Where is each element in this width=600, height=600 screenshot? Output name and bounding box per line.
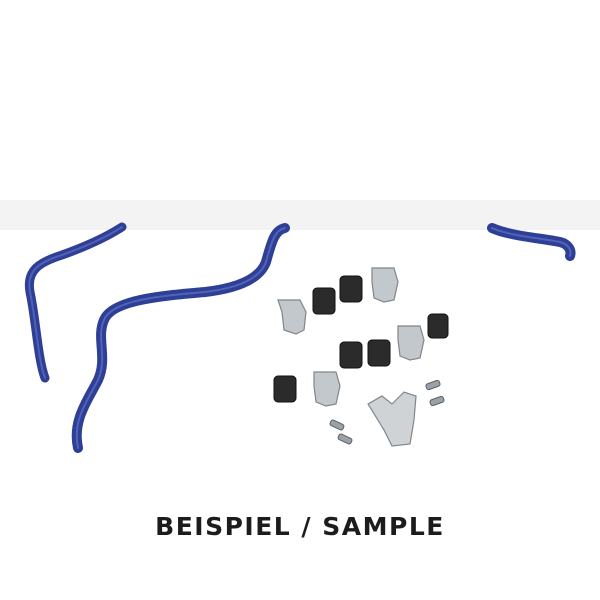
sample-caption: BEISPIEL / SAMPLE [155, 512, 445, 541]
bushing [312, 287, 336, 315]
background-haze [0, 200, 600, 230]
bushing [339, 275, 363, 303]
bolts [329, 379, 445, 445]
bushings [273, 275, 449, 403]
bushing [367, 339, 391, 367]
brackets [277, 267, 425, 447]
mounting-plate [367, 391, 417, 447]
bracket [397, 325, 425, 361]
bushing [427, 313, 449, 339]
bushing [339, 341, 363, 369]
anti-roll-bar-left [24, 222, 127, 383]
bracket [371, 267, 399, 303]
bracket [277, 299, 307, 335]
anti-roll-bar-right [71, 223, 576, 453]
bushing [273, 375, 297, 403]
bracket [313, 371, 341, 407]
